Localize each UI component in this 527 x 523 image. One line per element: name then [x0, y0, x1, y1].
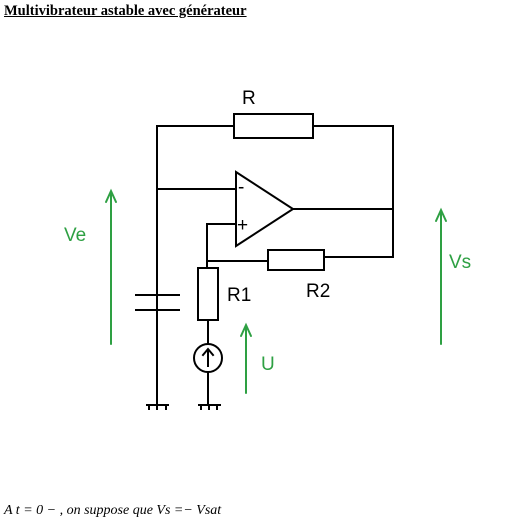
- voltage-arrow-ve: [105, 188, 117, 345]
- label-vs: Vs: [449, 252, 471, 273]
- resistor-r: [233, 113, 314, 139]
- voltage-arrow-vs: [435, 207, 447, 345]
- opamp-plus-sign: +: [237, 215, 248, 236]
- label-ve: Ve: [64, 225, 86, 246]
- current-source-arrow-head: [201, 347, 215, 357]
- label-r2: R2: [306, 281, 330, 302]
- ground-symbol-right: [198, 404, 221, 410]
- wire-top-loop: [156, 125, 394, 361]
- label-r: R: [242, 88, 256, 109]
- voltage-arrow-u: [240, 322, 252, 394]
- label-r1: R1: [227, 285, 251, 306]
- opamp-triangle: [235, 170, 295, 248]
- resistor-r1: [197, 267, 219, 321]
- diagram-title: Multivibrateur astable avec générateur: [4, 3, 247, 19]
- opamp-minus-sign: -: [238, 177, 244, 198]
- wire-noninverting-input: [206, 223, 237, 269]
- ground-symbol-left: [146, 404, 169, 410]
- resistor-r2: [267, 249, 325, 271]
- initial-condition-caption: A t = 0 − , on suppose que Vs =− Vsat: [4, 503, 222, 518]
- label-u: U: [261, 354, 275, 375]
